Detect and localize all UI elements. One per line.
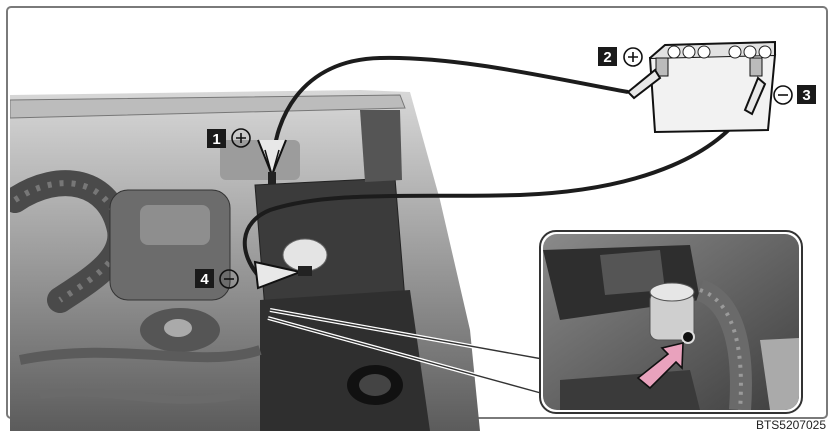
callout-number: 3 xyxy=(802,87,810,104)
callout-number: 1 xyxy=(212,131,220,148)
callout-number: 4 xyxy=(200,271,209,288)
detail-inset xyxy=(540,231,802,413)
callout-number: 2 xyxy=(603,49,611,66)
figure-code: BTS5207025 xyxy=(756,418,826,431)
